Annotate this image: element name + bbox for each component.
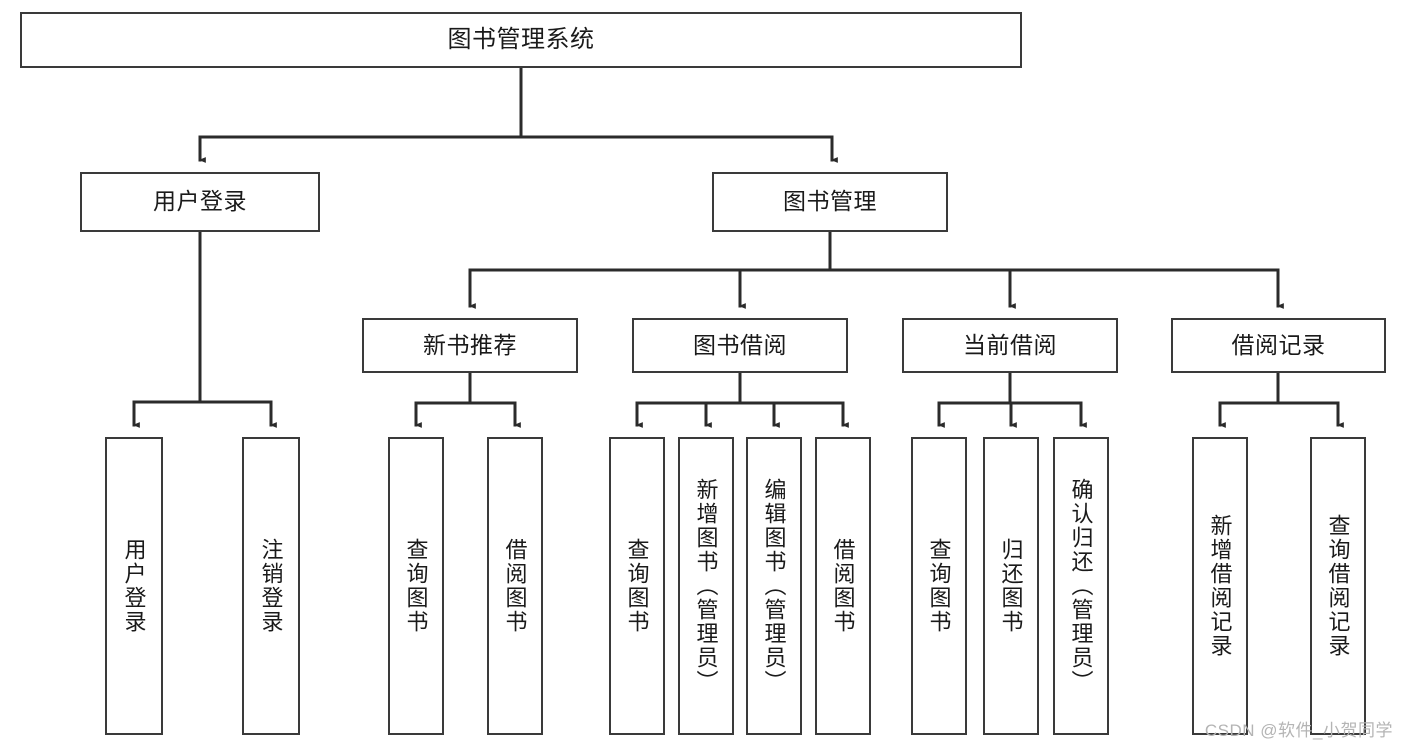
leaf-query-book-2-label: 查询图书 (624, 538, 650, 634)
leaf-borrow-book-1[interactable]: 借阅图书 (487, 437, 543, 735)
node-user-login-label: 用户登录 (153, 188, 247, 215)
node-book-manage-label: 图书管理 (783, 188, 877, 215)
node-user-login[interactable]: 用户登录 (80, 172, 320, 232)
node-new-book-recommend-label: 新书推荐 (423, 331, 517, 358)
leaf-borrow-book-1-label: 借阅图书 (502, 538, 528, 634)
leaf-query-book-1-label: 查询图书 (403, 538, 429, 634)
node-new-book-recommend[interactable]: 新书推荐 (362, 318, 578, 373)
node-current-borrow[interactable]: 当前借阅 (902, 318, 1118, 373)
leaf-edit-book-label: 编辑图书（管理员） (761, 478, 787, 694)
leaf-edit-book[interactable]: 编辑图书（管理员） (746, 437, 802, 735)
leaf-return-book-label: 归还图书 (998, 538, 1024, 634)
leaf-borrow-book-2[interactable]: 借阅图书 (815, 437, 871, 735)
leaf-borrow-book-2-label: 借阅图书 (830, 538, 856, 634)
leaf-return-book[interactable]: 归还图书 (983, 437, 1039, 735)
leaf-query-borrow-record-label: 查询借阅记录 (1325, 514, 1351, 658)
leaf-user-login-label: 用户登录 (121, 538, 147, 634)
watermark: CSDN @软件_小贺同学 (1204, 721, 1393, 740)
leaf-add-book-label: 新增图书（管理员） (693, 478, 719, 694)
leaf-confirm-return-label: 确认归还（管理员） (1068, 478, 1094, 694)
leaf-query-book-2[interactable]: 查询图书 (609, 437, 665, 735)
node-borrow-record[interactable]: 借阅记录 (1171, 318, 1386, 373)
leaf-add-borrow-record-label: 新增借阅记录 (1207, 514, 1233, 658)
leaf-logout[interactable]: 注销登录 (242, 437, 300, 735)
node-root[interactable]: 图书管理系统 (20, 12, 1022, 68)
node-book-manage[interactable]: 图书管理 (712, 172, 948, 232)
leaf-query-book-1[interactable]: 查询图书 (388, 437, 444, 735)
leaf-add-borrow-record[interactable]: 新增借阅记录 (1192, 437, 1248, 735)
node-borrow-record-label: 借阅记录 (1231, 331, 1326, 358)
leaf-query-book-3[interactable]: 查询图书 (911, 437, 967, 735)
leaf-query-book-3-label: 查询图书 (926, 538, 952, 634)
node-root-label: 图书管理系统 (447, 25, 595, 53)
node-book-borrow[interactable]: 图书借阅 (632, 318, 848, 373)
node-book-borrow-label: 图书借阅 (693, 331, 787, 358)
leaf-query-borrow-record[interactable]: 查询借阅记录 (1310, 437, 1366, 735)
node-current-borrow-label: 当前借阅 (963, 331, 1057, 358)
leaf-confirm-return[interactable]: 确认归还（管理员） (1053, 437, 1109, 735)
leaf-logout-label: 注销登录 (258, 538, 284, 634)
leaf-add-book[interactable]: 新增图书（管理员） (678, 437, 734, 735)
leaf-user-login[interactable]: 用户登录 (105, 437, 163, 735)
